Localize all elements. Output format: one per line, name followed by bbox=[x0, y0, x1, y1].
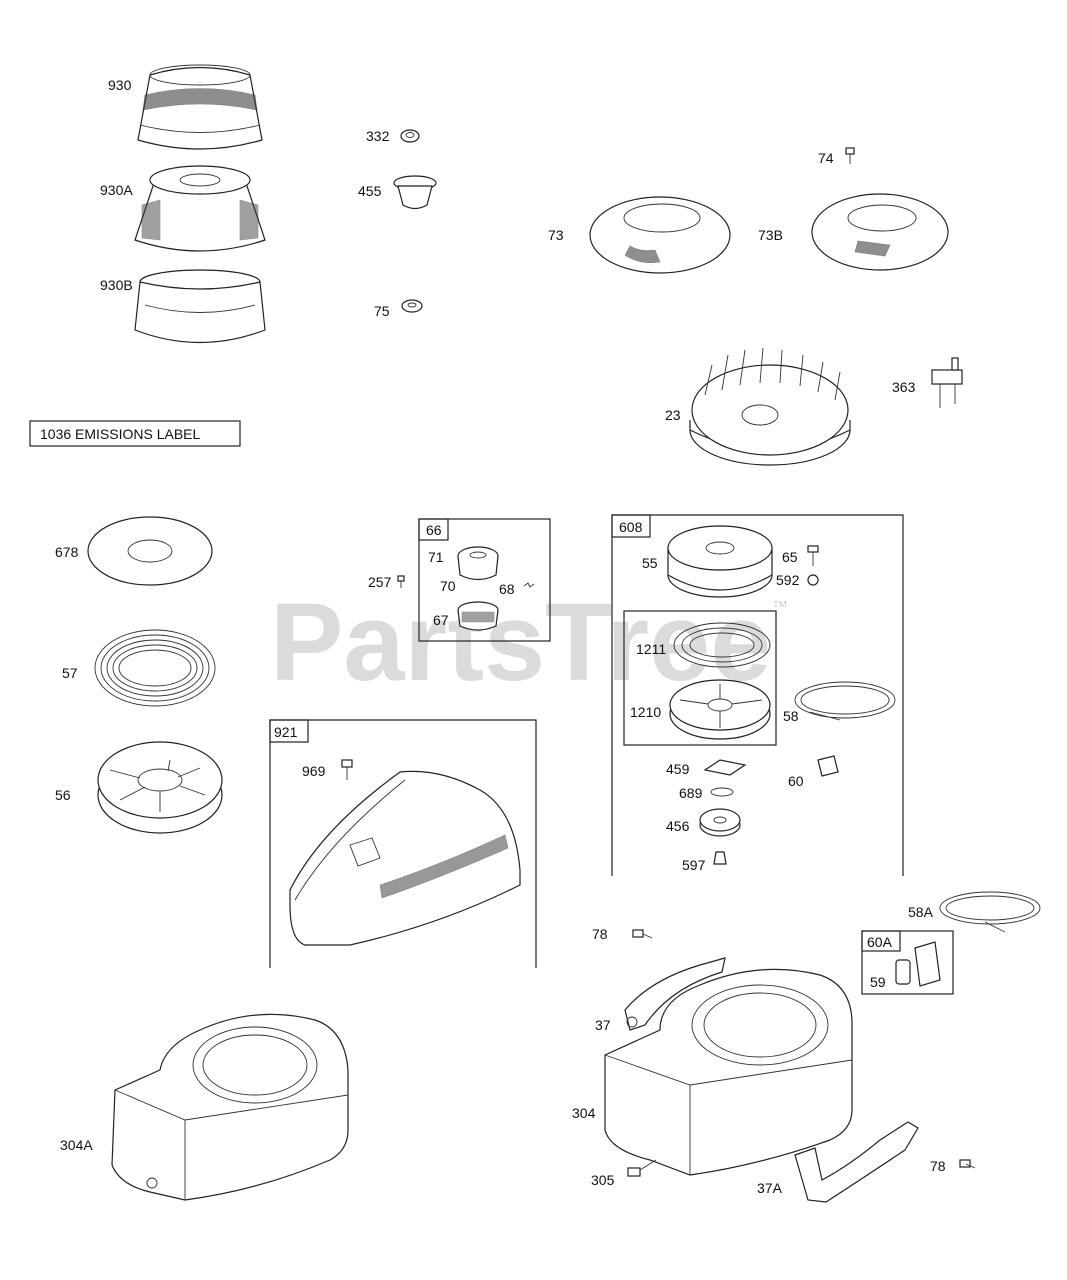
label-304a[interactable]: 304A bbox=[60, 1137, 93, 1153]
label-304[interactable]: 304 bbox=[572, 1105, 596, 1121]
label-1211[interactable]: 1211 bbox=[636, 641, 666, 657]
label-59[interactable]: 59 bbox=[870, 974, 886, 990]
label-455[interactable]: 455 bbox=[358, 183, 382, 199]
label-70[interactable]: 70 bbox=[440, 578, 456, 594]
assembly-box-921 bbox=[269, 719, 537, 968]
label-78-lower[interactable]: 78 bbox=[930, 1158, 946, 1174]
part-592-nut[interactable] bbox=[807, 574, 819, 586]
part-969-screw[interactable] bbox=[341, 759, 353, 780]
part-305-screw[interactable] bbox=[627, 1159, 657, 1177]
assembly-box-608-tag bbox=[611, 514, 651, 538]
part-65-screw[interactable] bbox=[807, 545, 819, 566]
part-921-blower-cover[interactable] bbox=[289, 770, 521, 946]
label-930[interactable]: 930 bbox=[108, 77, 132, 93]
part-37-bracket[interactable] bbox=[624, 957, 726, 1031]
label-969[interactable]: 969 bbox=[302, 763, 326, 779]
part-58a-rope[interactable] bbox=[939, 891, 1041, 933]
label-921[interactable]: 921 bbox=[274, 724, 298, 740]
part-678-washer[interactable] bbox=[87, 516, 213, 586]
assembly-box-608 bbox=[611, 514, 904, 876]
label-305[interactable]: 305 bbox=[591, 1172, 615, 1188]
part-55-starter-housing[interactable] bbox=[667, 525, 773, 598]
label-930b[interactable]: 930B bbox=[100, 277, 133, 293]
label-23[interactable]: 23 bbox=[665, 407, 681, 423]
part-60-handle[interactable] bbox=[817, 755, 839, 777]
part-459-pawl[interactable] bbox=[703, 759, 747, 776]
label-60[interactable]: 60 bbox=[788, 773, 804, 789]
part-930-shroud[interactable] bbox=[137, 64, 263, 150]
label-65[interactable]: 65 bbox=[782, 549, 798, 565]
part-332-nut[interactable] bbox=[400, 129, 420, 143]
label-332[interactable]: 332 bbox=[366, 128, 390, 144]
label-37a[interactable]: 37A bbox=[757, 1180, 783, 1196]
part-67-retainer[interactable] bbox=[457, 601, 499, 631]
label-58[interactable]: 58 bbox=[783, 708, 799, 724]
label-930a[interactable]: 930A bbox=[100, 182, 133, 198]
label-71[interactable]: 71 bbox=[428, 549, 444, 565]
part-257-screw[interactable] bbox=[397, 575, 405, 588]
label-55[interactable]: 55 bbox=[642, 555, 658, 571]
label-56[interactable]: 56 bbox=[55, 787, 71, 803]
assembly-box-921-tag bbox=[269, 719, 309, 743]
label-75[interactable]: 75 bbox=[374, 303, 390, 319]
label-597[interactable]: 597 bbox=[682, 857, 706, 873]
watermark-trademark: ™ bbox=[772, 599, 788, 616]
part-57-spring[interactable] bbox=[94, 629, 216, 707]
label-456[interactable]: 456 bbox=[666, 818, 690, 834]
label-78-upper[interactable]: 78 bbox=[592, 926, 608, 942]
label-74[interactable]: 74 bbox=[818, 150, 834, 166]
label-1210[interactable]: 1210 bbox=[630, 704, 661, 720]
assembly-box-66 bbox=[418, 518, 551, 642]
label-678[interactable]: 678 bbox=[55, 544, 79, 560]
watermark-text: PartsTree bbox=[270, 581, 771, 704]
part-23-flywheel[interactable] bbox=[689, 347, 851, 466]
label-58a[interactable]: 58A bbox=[908, 904, 934, 920]
part-75-nut[interactable] bbox=[401, 299, 423, 313]
part-930b-ring[interactable] bbox=[134, 269, 266, 344]
part-78-screw-lower[interactable] bbox=[959, 1159, 976, 1169]
part-71-70-ratchet[interactable] bbox=[457, 546, 499, 581]
part-597-screw[interactable] bbox=[713, 851, 727, 865]
label-363[interactable]: 363 bbox=[892, 379, 916, 395]
emissions-label-box[interactable] bbox=[29, 420, 241, 447]
label-68[interactable]: 68 bbox=[499, 581, 515, 597]
part-304a-blower-housing[interactable] bbox=[111, 1013, 349, 1201]
label-73b[interactable]: 73B bbox=[758, 227, 783, 243]
label-257[interactable]: 257 bbox=[368, 574, 392, 590]
assembly-box-66-tag bbox=[418, 518, 449, 541]
part-37a-bracket[interactable] bbox=[794, 1121, 919, 1203]
part-456-retainer[interactable] bbox=[699, 808, 741, 837]
part-1211-spring[interactable] bbox=[673, 622, 771, 668]
part-455-grommet[interactable] bbox=[393, 175, 437, 210]
assembly-box-60a bbox=[861, 930, 954, 995]
label-67[interactable]: 67 bbox=[433, 612, 449, 628]
part-304-blower-housing[interactable] bbox=[604, 968, 853, 1176]
part-74-screw[interactable] bbox=[845, 147, 855, 164]
part-78-screw-upper[interactable] bbox=[632, 929, 653, 939]
part-59-handle[interactable] bbox=[895, 941, 941, 987]
label-60a[interactable]: 60A bbox=[867, 934, 893, 950]
label-37[interactable]: 37 bbox=[595, 1017, 611, 1033]
part-68-spring[interactable] bbox=[523, 582, 535, 588]
part-56-pulley[interactable] bbox=[97, 741, 223, 834]
label-592[interactable]: 592 bbox=[776, 572, 800, 588]
label-73[interactable]: 73 bbox=[548, 227, 564, 243]
part-58-rope[interactable] bbox=[794, 681, 896, 721]
label-66[interactable]: 66 bbox=[426, 522, 442, 538]
part-73b-screen[interactable] bbox=[811, 193, 949, 271]
part-689-spring[interactable] bbox=[710, 787, 734, 797]
label-689[interactable]: 689 bbox=[679, 785, 703, 801]
label-1036-emissions[interactable]: 1036 EMISSIONS LABEL bbox=[40, 426, 201, 442]
part-1210-pulley[interactable] bbox=[669, 679, 771, 740]
assembly-box-1211-1210 bbox=[623, 610, 777, 746]
assembly-box-60a-tag bbox=[861, 930, 901, 952]
label-57[interactable]: 57 bbox=[62, 665, 78, 681]
label-608[interactable]: 608 bbox=[619, 519, 643, 535]
part-73-screen[interactable] bbox=[589, 196, 731, 274]
label-459[interactable]: 459 bbox=[666, 761, 690, 777]
part-363-clamp[interactable] bbox=[931, 357, 963, 408]
part-930a-cover[interactable] bbox=[134, 165, 266, 252]
